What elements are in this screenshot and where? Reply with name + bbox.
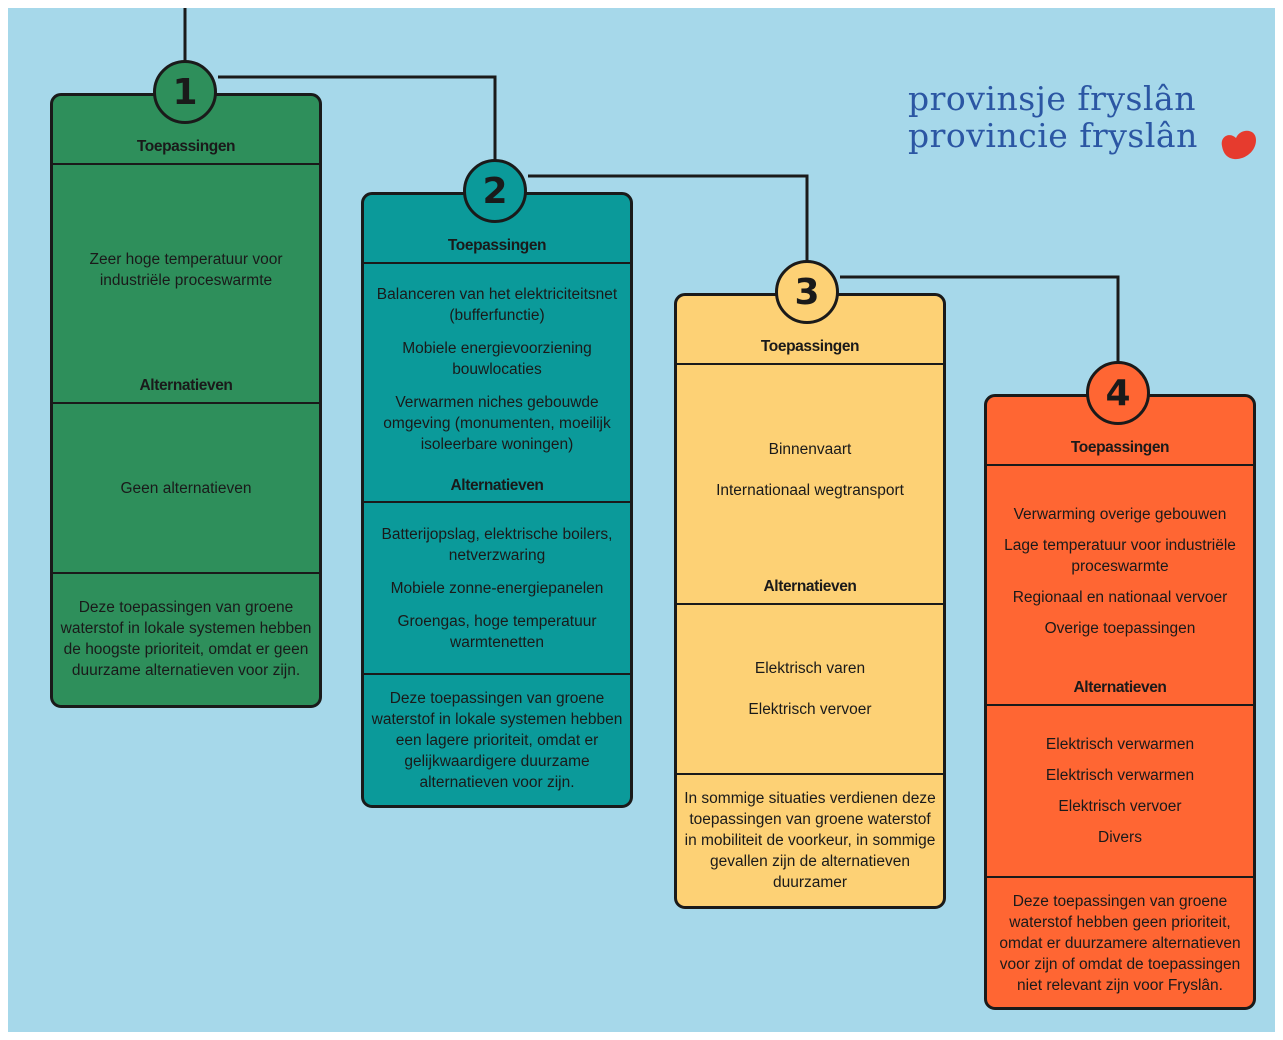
connector-2-3 (528, 174, 809, 262)
toepassing-item: Verwarmen niches gebouwde omgeving (monu… (383, 393, 611, 453)
toepassing-item: Zeer hoge temperatuur voor industriële p… (89, 251, 283, 289)
number-badge-2: 2 (463, 159, 527, 223)
toepassingen-list: Zeer hoge temperatuur voor industriële p… (53, 165, 319, 375)
alternatieven-list: Elektrisch varen Elektrisch vervoer (677, 605, 943, 773)
alternatieven-list: Elektrisch verwarmen Elektrisch verwarme… (987, 706, 1253, 876)
priority-box-3: Toepassingen Binnenvaart Internationaal … (674, 293, 946, 909)
alternatieven-header: Alternatieven (763, 578, 857, 595)
toepassing-item: Internationaal wegtransport (716, 482, 904, 499)
alternatief-item: Elektrisch verwarmen (1045, 767, 1195, 784)
priority-box-2: Toepassingen Balanceren van het elektric… (361, 192, 633, 808)
alternatief-item: Batterijopslag, elektrische boilers, net… (381, 525, 613, 564)
toepassing-item: Lage temperatuur voor industriële proces… (1004, 536, 1236, 575)
toepassing-item: Mobiele energievoorziening bouwlocaties (402, 339, 592, 378)
alternatieven-list: Batterijopslag, elektrische boilers, net… (364, 503, 630, 673)
toepassingen-header: Toepassingen (136, 138, 236, 155)
priority-note: Deze toepassingen van groene waterstof h… (999, 892, 1241, 994)
toepassing-item: Overige toepassingen (1044, 619, 1196, 637)
toepassing-item: Verwarming overige gebouwen (1013, 505, 1227, 523)
alternatieven-header: Alternatieven (139, 377, 233, 394)
alternatief-item: Mobiele zonne-energiepanelen (390, 579, 604, 597)
connector-1-2 (218, 75, 497, 160)
priority-box-4: Toepassingen Verwarming overige gebouwen… (984, 394, 1256, 1010)
toepassingen-header: Toepassingen (760, 338, 860, 355)
toepassingen-header: Toepassingen (447, 237, 547, 254)
alternatieven-header: Alternatieven (450, 477, 544, 494)
alternatief-item: Elektrisch varen (754, 660, 866, 677)
alternatief-item: Elektrisch verwarmen (1045, 736, 1195, 753)
toepassing-item: Regionaal en nationaal vervoer (1012, 588, 1228, 606)
alternatieven-list: Geen alternatieven (53, 404, 319, 572)
province-logo: provinsje fryslân provincie fryslân (908, 80, 1198, 154)
alternatieven-header: Alternatieven (1073, 679, 1167, 696)
number-badge-3: 3 (775, 260, 839, 324)
toepassing-item: Balanceren van het elektriciteitsnet (bu… (376, 285, 618, 324)
priority-note: Deze toepassingen van groene waterstof i… (60, 599, 312, 679)
heart-mark-icon (1221, 130, 1256, 160)
toepassingen-list: Verwarming overige gebouwen Lage tempera… (987, 466, 1253, 676)
alternatief-item: Groengas, hoge temperatuur warmtenetten (397, 612, 597, 651)
connector-3-4 (840, 275, 1120, 362)
logo-line-dutch: provincie fryslân (908, 116, 1198, 155)
priority-note: Deze toepassingen van groene waterstof i… (371, 689, 623, 791)
number-badge-1: 1 (153, 60, 217, 124)
toepassingen-header: Toepassingen (1070, 439, 1170, 456)
toepassing-item: Binnenvaart (768, 441, 852, 458)
logo-line-frisian: provinsje fryslân (908, 79, 1196, 118)
alternatief-item: Divers (1098, 829, 1142, 846)
toepassingen-list: Balanceren van het elektriciteitsnet (bu… (364, 264, 630, 474)
alternatief-item: Geen alternatieven (120, 479, 252, 497)
alternatief-item: Elektrisch vervoer (748, 701, 872, 718)
alternatief-item: Elektrisch vervoer (1058, 798, 1182, 815)
priority-note: In sommige situaties verdienen deze toep… (684, 789, 936, 891)
toepassingen-list: Binnenvaart Internationaal wegtransport (677, 365, 943, 575)
priority-box-1: Toepassingen Zeer hoge temperatuur voor … (50, 93, 322, 708)
number-badge-4: 4 (1086, 361, 1150, 425)
